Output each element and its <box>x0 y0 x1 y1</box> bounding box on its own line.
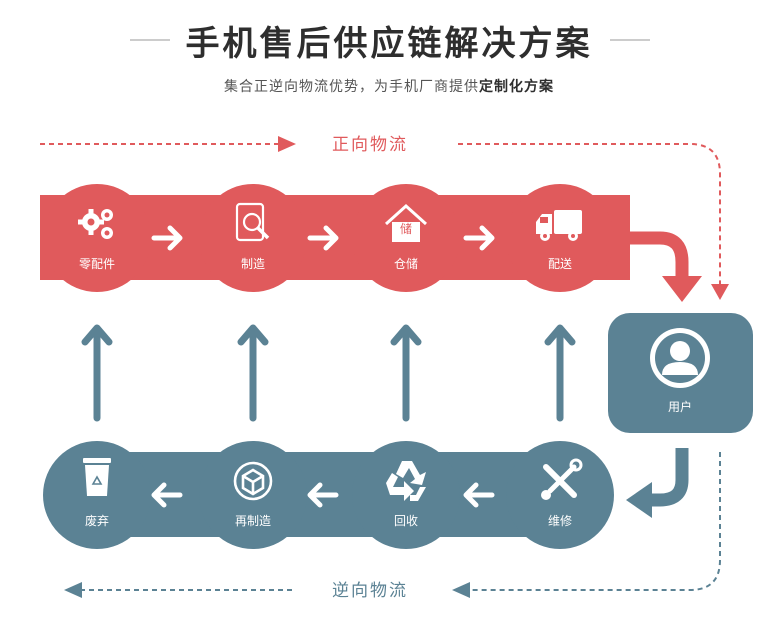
node-label: 零配件 <box>79 257 115 271</box>
up-arrow-icon <box>544 324 576 422</box>
node-label: 配送 <box>548 256 572 271</box>
reverse-node-2: 回收 <box>352 441 460 549</box>
reverse-node-0: 废弃 <box>43 441 151 549</box>
reverse-flow-indicator: 逆向物流 <box>64 452 721 601</box>
node-label: 再制造 <box>235 514 271 528</box>
up-arrow-icon <box>237 324 269 422</box>
node-label: 维修 <box>548 513 572 528</box>
reverse-arrowhead-right <box>452 582 470 598</box>
recycle-bin-icon <box>83 458 111 496</box>
page-title: 手机售后供应链解决方案 <box>185 24 593 64</box>
forward-flow-indicator: 正向物流 <box>40 135 729 300</box>
truck-icon <box>536 210 582 241</box>
warehouse-icon-text: 储 <box>400 221 412 236</box>
user-icon <box>650 328 710 388</box>
to-user-arrow <box>624 231 702 302</box>
node-label: 回收 <box>394 514 418 528</box>
up-arrow-icon <box>81 324 113 422</box>
subtitle-text: 集合正逆向物流优势，为手机厂商提供 <box>224 79 479 95</box>
forward-down-arrowhead <box>711 284 729 300</box>
warehouse-icon <box>384 203 428 242</box>
cube-icon <box>233 461 273 501</box>
reverse-node-3: 维修 <box>506 441 614 549</box>
node-label: 废弃 <box>85 513 109 528</box>
page-subtitle: 集合正逆向物流优势，为手机厂商提供定制化方案 <box>0 76 778 96</box>
forward-dash-right <box>458 143 721 286</box>
reverse-arrow-icon <box>151 482 183 508</box>
forward-arrow-icon <box>463 225 495 251</box>
tablet-search-icon <box>235 202 270 242</box>
reverse-arrow-icon <box>463 482 495 508</box>
reverse-arrow-icon <box>307 482 339 508</box>
node-circle <box>43 184 151 292</box>
up-arrow-icon <box>390 324 422 422</box>
forward-arrowhead <box>278 136 296 152</box>
reverse-dash-right <box>466 452 721 591</box>
subtitle-highlight: 定制化方案 <box>479 79 554 95</box>
reverse-flow-label: 逆向物流 <box>332 581 408 601</box>
forward-arrow-icon <box>151 225 183 251</box>
from-user-arrow <box>626 448 689 518</box>
gears-icon <box>78 209 113 239</box>
node-label: 仓储 <box>394 256 418 271</box>
user-label: 用户 <box>668 399 692 414</box>
node-circle <box>506 441 614 549</box>
forward-node-2: 储 仓储 <box>352 184 460 292</box>
user-node: 用户 <box>608 313 753 433</box>
forward-node-3: 配送 <box>506 184 614 292</box>
forward-node-0: 零配件 <box>43 184 151 292</box>
node-label: 制造 <box>241 257 265 271</box>
node-circle <box>506 184 614 292</box>
tools-icon <box>541 458 583 500</box>
forward-flow-label: 正向物流 <box>332 135 408 155</box>
forward-node-1: 制造 <box>199 184 307 292</box>
reverse-node-1: 再制造 <box>199 441 307 549</box>
node-circle <box>199 184 307 292</box>
recycle-icon <box>386 461 426 501</box>
reverse-arrowhead-left <box>64 582 82 598</box>
forward-arrow-icon <box>307 225 339 251</box>
